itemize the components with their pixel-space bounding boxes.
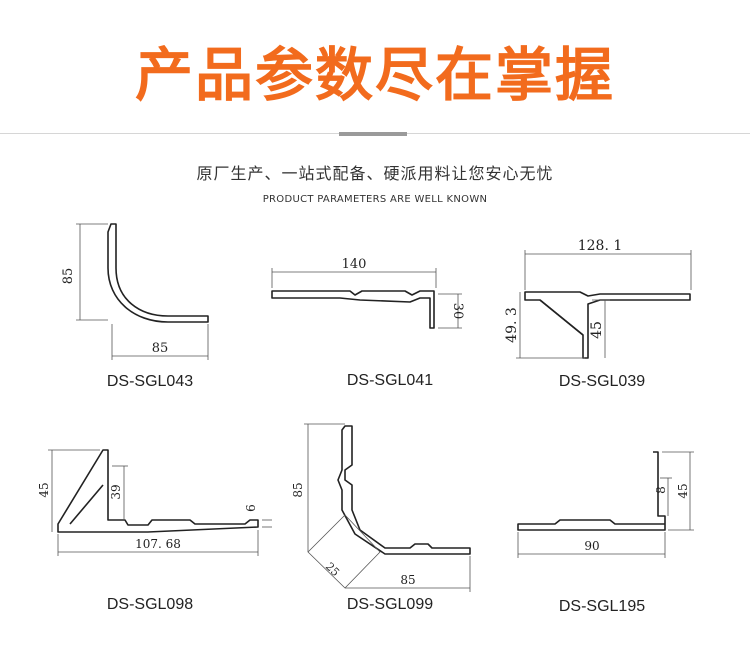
page-title: 产品参数尽在掌握	[134, 41, 615, 109]
dim-sgl098-height: 45	[37, 482, 51, 497]
profile-sgl041: 140 30	[271, 257, 465, 329]
product-model-sgl098: DS-SGL098	[106, 596, 194, 613]
dim-sgl099-height: 85	[291, 482, 305, 497]
profile-sgl195: 8 45 90	[517, 451, 694, 558]
dim-sgl039-height: 49. 3	[504, 307, 520, 343]
dim-sgl043-width: 85	[152, 341, 169, 356]
divider-accent	[339, 132, 407, 136]
dim-sgl098-width: 107. 68	[135, 537, 181, 551]
product-model-sgl039: DS-SGL039	[558, 373, 646, 390]
profile-sgl099: 85 25 85	[291, 423, 471, 592]
dim-sgl041-width: 140	[342, 257, 367, 272]
dim-sgl195-height: 45	[676, 483, 690, 498]
subtitle-english: PRODUCT PARAMETERS ARE WELL KNOWN	[262, 194, 488, 205]
dim-sgl195-width: 90	[584, 539, 599, 553]
profile-sgl098: 45 39 6 107. 68	[37, 449, 272, 556]
dim-sgl099-width: 85	[400, 573, 415, 587]
profile-sgl039: 128. 1 49. 3 45	[504, 238, 692, 359]
subtitle-chinese: 原厂生产、一站式配备、硬派用料让您安心无忧	[196, 164, 554, 183]
dim-sgl039-width: 128. 1	[578, 238, 623, 254]
profile-sgl043: 85 85	[61, 223, 209, 360]
dim-sgl041-height: 30	[450, 303, 465, 320]
product-model-sgl041: DS-SGL041	[346, 372, 434, 389]
product-model-sgl043: DS-SGL043	[106, 373, 194, 390]
dim-sgl043-height: 85	[61, 268, 76, 285]
product-model-sgl195: DS-SGL195	[558, 598, 646, 615]
dim-sgl098-lip: 6	[244, 504, 258, 512]
product-model-sgl099: DS-SGL099	[346, 596, 434, 613]
dim-sgl098-inner: 39	[109, 484, 123, 499]
dim-sgl195-lip: 8	[654, 486, 668, 494]
dim-sgl099-diag: 25	[323, 560, 342, 579]
dim-sgl039-inner: 45	[589, 321, 605, 339]
